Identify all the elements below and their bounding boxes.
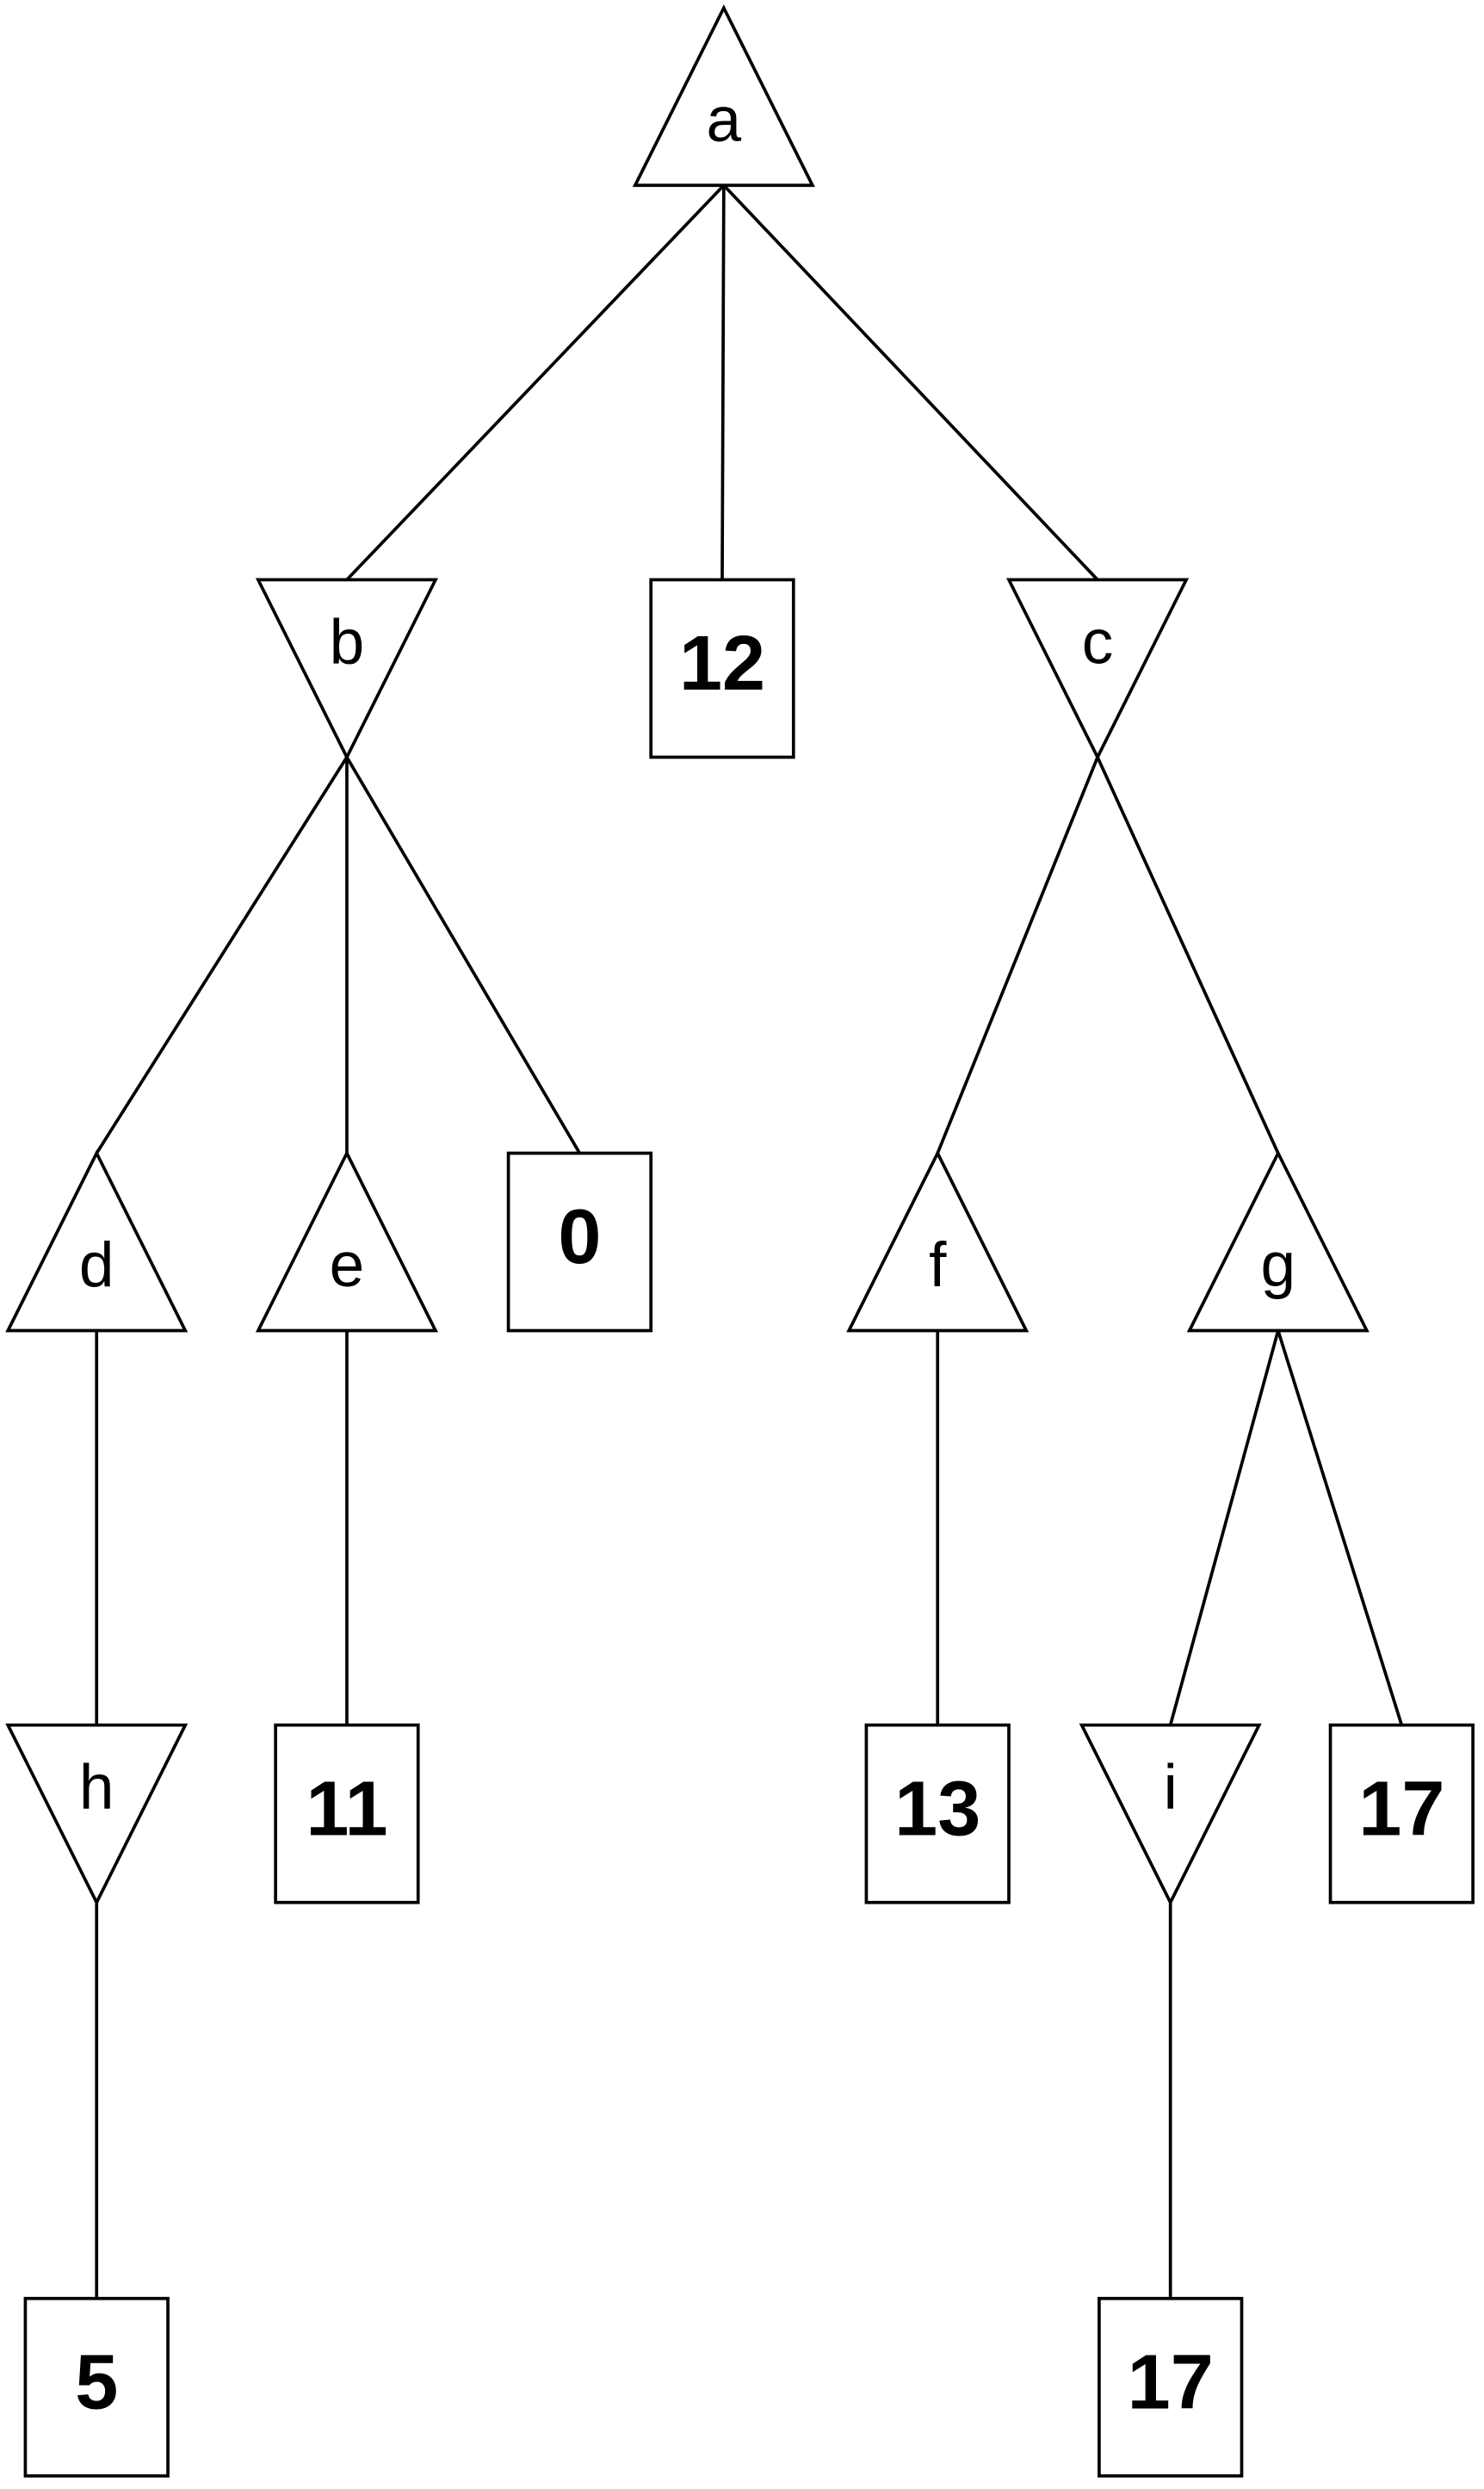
node-f: f	[846, 1149, 1030, 1333]
node-label: e	[330, 1230, 365, 1300]
node-label: b	[330, 607, 365, 677]
edges-layer	[95, 183, 1404, 2299]
node-i: i	[1079, 1723, 1262, 1906]
node-label: 17	[1358, 1766, 1444, 1852]
edge-b-leaf_0	[345, 756, 582, 1155]
edge-a-leaf_12	[720, 185, 726, 580]
node-c: c	[1006, 578, 1190, 761]
node-g: g	[1186, 1149, 1370, 1333]
leaf-box	[506, 1151, 653, 1333]
node-label: 5	[75, 2339, 118, 2425]
leaf-node-leaf-17-g: 17	[1328, 1723, 1475, 1904]
edge-a-b	[345, 183, 726, 581]
leaf-node-leaf-12: 12	[649, 578, 795, 759]
node-label: 13	[894, 1766, 980, 1852]
node-label: d	[79, 1230, 114, 1300]
max-triangle	[632, 4, 815, 188]
leaf-node-leaf-0: 0	[506, 1151, 653, 1333]
leaf-box	[1098, 2296, 1244, 2478]
node-label: h	[79, 1753, 114, 1823]
node-label: 17	[1128, 2339, 1214, 2425]
leaf-box	[649, 578, 795, 759]
edge-g-leaf_17_g	[1277, 1329, 1404, 1726]
leaf-node-leaf-17-i: 17	[1098, 2296, 1244, 2478]
edge-a-c	[722, 183, 1099, 581]
leaf-node-leaf-5: 5	[23, 2296, 170, 2478]
max-triangle	[5, 1149, 189, 1333]
nodes-layer: a b c d e f g h i 12 0 11 13 17 5 17	[5, 4, 1475, 2478]
node-label: i	[1164, 1753, 1178, 1823]
edge-c-g	[1096, 756, 1280, 1155]
edge-g-i	[1168, 1330, 1280, 1726]
edge-b-d	[95, 756, 349, 1155]
leaf-box	[1328, 1723, 1475, 1904]
node-label: f	[929, 1230, 947, 1300]
min-triangle	[5, 1723, 189, 1906]
max-triangle	[846, 1149, 1030, 1333]
leaf-box	[274, 1723, 420, 1904]
node-label: 11	[306, 1766, 387, 1852]
leaf-node-leaf-11: 11	[274, 1723, 420, 1904]
leaf-node-leaf-13: 13	[864, 1723, 1011, 1904]
leaf-box	[864, 1723, 1011, 1904]
node-d: d	[5, 1149, 189, 1333]
node-e: e	[255, 1149, 438, 1333]
min-triangle	[255, 578, 438, 761]
node-label: 0	[558, 1194, 601, 1280]
node-label: g	[1261, 1230, 1296, 1300]
node-h: h	[5, 1723, 189, 1906]
node-label: 12	[679, 621, 765, 707]
node-b: b	[255, 578, 438, 761]
min-triangle	[1079, 1723, 1262, 1906]
max-triangle	[1186, 1149, 1370, 1333]
leaf-box	[23, 2296, 170, 2478]
max-triangle	[255, 1149, 438, 1333]
node-label: a	[707, 85, 742, 155]
min-triangle	[1006, 578, 1190, 761]
node-a: a	[632, 4, 815, 188]
node-label: c	[1082, 607, 1114, 677]
edge-c-f	[936, 756, 1099, 1155]
